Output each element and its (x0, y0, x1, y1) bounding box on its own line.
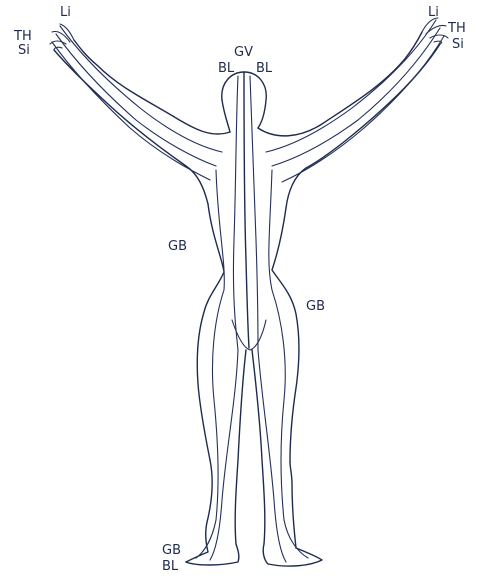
labels: Li TH Si Li TH Si GV BL BL GB GB GB BL (13, 5, 466, 574)
label-bl-foot: BL (162, 559, 179, 574)
meridian-lines (52, 20, 444, 562)
label-right-si: Si (452, 37, 464, 52)
label-gv: GV (234, 45, 253, 60)
label-left-li: Li (60, 5, 71, 20)
bl-meridian-left-line (210, 76, 238, 560)
gb-meridian-right-line (269, 170, 308, 558)
right-leg-outer (290, 462, 296, 548)
label-gb-foot: GB (162, 543, 181, 558)
label-left-si: Si (18, 43, 30, 58)
label-left-th: TH (13, 29, 32, 44)
right-foot (263, 544, 322, 566)
label-right-th: TH (447, 21, 466, 36)
left-leg-inner (235, 350, 246, 544)
right-leg-inner (252, 350, 265, 544)
gv-meridian-line (244, 72, 249, 348)
left-torso-side (197, 204, 224, 460)
right-arm-lower-edge (286, 44, 440, 208)
body-outline (50, 18, 448, 566)
label-gb-left-side: GB (168, 239, 187, 254)
label-bl-left: BL (218, 61, 235, 76)
label-bl-right: BL (256, 61, 273, 76)
left-arm-upper-edge (74, 40, 230, 134)
left-leg-outer (186, 460, 212, 562)
right-arm-meridian-li (266, 20, 436, 152)
gb-meridian-left-line (196, 170, 224, 558)
left-arm-meridian-th (56, 34, 216, 166)
label-gb-right-hip: GB (306, 299, 325, 314)
bl-meridian-right-line (250, 76, 286, 562)
neck-left (222, 100, 230, 132)
right-torso-side (272, 208, 299, 462)
left-arm-meridian-si (52, 42, 210, 180)
label-right-li: Li (428, 5, 439, 20)
